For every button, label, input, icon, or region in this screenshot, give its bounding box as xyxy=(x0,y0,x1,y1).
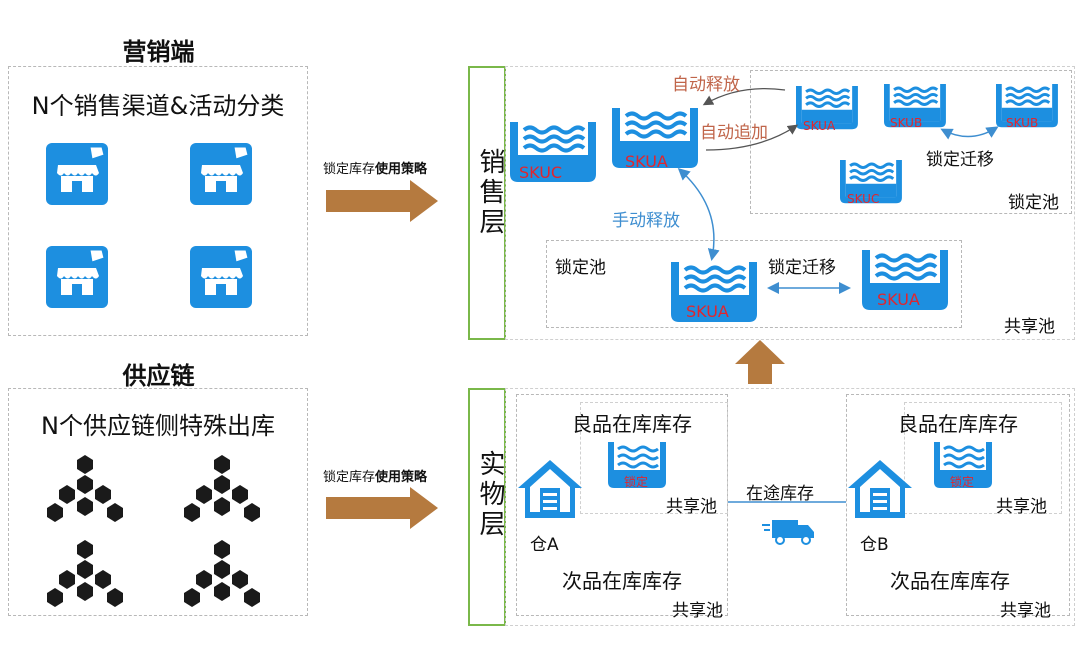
supply-title: 供应链 xyxy=(122,362,195,390)
warehouse-b-locked-label: 锁定 xyxy=(950,475,975,489)
truck-icon xyxy=(762,520,814,545)
supply-subtitle: N个供应链侧特殊出库 xyxy=(41,412,275,440)
right-arrow-bottom xyxy=(326,487,438,529)
warehouse-b-good-title: 良品在库库存 xyxy=(898,412,1018,436)
lock-migrate-label-shared: 锁定迁移 xyxy=(768,258,836,278)
store-icon xyxy=(189,142,253,206)
warehouse-a-good-title: 良品在库库存 xyxy=(572,412,692,436)
shared-pool-label-sales: 共享池 xyxy=(1004,317,1055,337)
lock-migrate-label-top: 锁定迁移 xyxy=(926,150,994,170)
warehouse-a-defect-title: 次品在库库存 xyxy=(562,569,682,593)
tank-label-skua-shared-left: SKUA xyxy=(686,302,729,321)
tank-label-skua-lock: SKUA xyxy=(803,119,836,133)
marketing-subtitle: N个销售渠道&活动分类 xyxy=(31,92,285,120)
manual-release-arrow xyxy=(677,167,720,261)
bottom-arrow-label: 锁定库存使用策略 xyxy=(323,470,428,485)
sales-layer-label: 销售层 xyxy=(475,148,505,238)
tank-label-skuc-lock: SKUC xyxy=(847,192,880,206)
lock-pool-top-right xyxy=(750,70,1072,214)
store-icon xyxy=(45,245,109,309)
transit-label: 在途库存 xyxy=(746,484,814,504)
warehouse-a-locked-label: 锁定 xyxy=(624,475,649,489)
warehouse-b-shared-label: 共享池 xyxy=(996,497,1047,517)
hexagon-network-icon xyxy=(47,455,123,522)
shared-pool-sales xyxy=(546,240,962,328)
auto-add-arrow xyxy=(705,124,799,151)
manual-release-label: 手动释放 xyxy=(612,211,680,231)
auto-release-arrow xyxy=(702,87,786,106)
tank-label-skub-2: SKUB xyxy=(1006,116,1039,130)
lock-pool-label-top: 锁定池 xyxy=(1008,193,1059,213)
physical-layer-label: 实物层 xyxy=(475,450,505,540)
marketing-title: 营销端 xyxy=(122,38,195,66)
warehouse-b-name: 仓B xyxy=(860,535,889,555)
physical-layer-panel xyxy=(505,388,1075,626)
warehouse-a-shared-label: 共享池 xyxy=(666,497,717,517)
hexagon-network-icon xyxy=(47,540,123,607)
physical-layer-label-box xyxy=(468,388,506,626)
marketing-panel xyxy=(8,66,308,336)
tank-label-skuc-left: SKUC xyxy=(519,163,563,182)
warehouse-icon xyxy=(518,460,582,518)
hexagon-network-icon xyxy=(184,455,260,522)
warehouse-b-defect-title: 次品在库库存 xyxy=(890,569,1010,593)
warehouse-b-defect-shared: 共享池 xyxy=(1000,601,1051,621)
top-arrow-label: 锁定库存使用策略 xyxy=(323,162,428,177)
up-arrow xyxy=(735,340,785,384)
warehouse-b-panel xyxy=(846,394,1070,616)
lock-pool-label-shared: 锁定池 xyxy=(555,258,606,278)
auto-add-label: 自动追加 xyxy=(700,123,768,143)
warehouse-a-name: 仓A xyxy=(530,535,559,555)
store-icon xyxy=(189,245,253,309)
warehouse-b-good-box xyxy=(904,402,1062,514)
store-icon xyxy=(45,142,109,206)
warehouse-a-good-box xyxy=(580,402,728,514)
warehouse-icon xyxy=(848,460,912,518)
supply-panel xyxy=(8,388,308,616)
tank-label-skua-shared-right: SKUA xyxy=(877,290,920,309)
hexagon-network-icon xyxy=(184,540,260,607)
warehouse-a-defect-shared: 共享池 xyxy=(672,601,723,621)
sales-layer-panel xyxy=(505,66,1075,340)
lock-migrate-arrow-top xyxy=(940,126,999,140)
tank-label-skub-1: SKUB xyxy=(890,116,923,130)
tank-label-skua-main: SKUA xyxy=(625,152,668,171)
auto-release-label: 自动释放 xyxy=(672,75,740,95)
right-arrow-top xyxy=(326,180,438,222)
